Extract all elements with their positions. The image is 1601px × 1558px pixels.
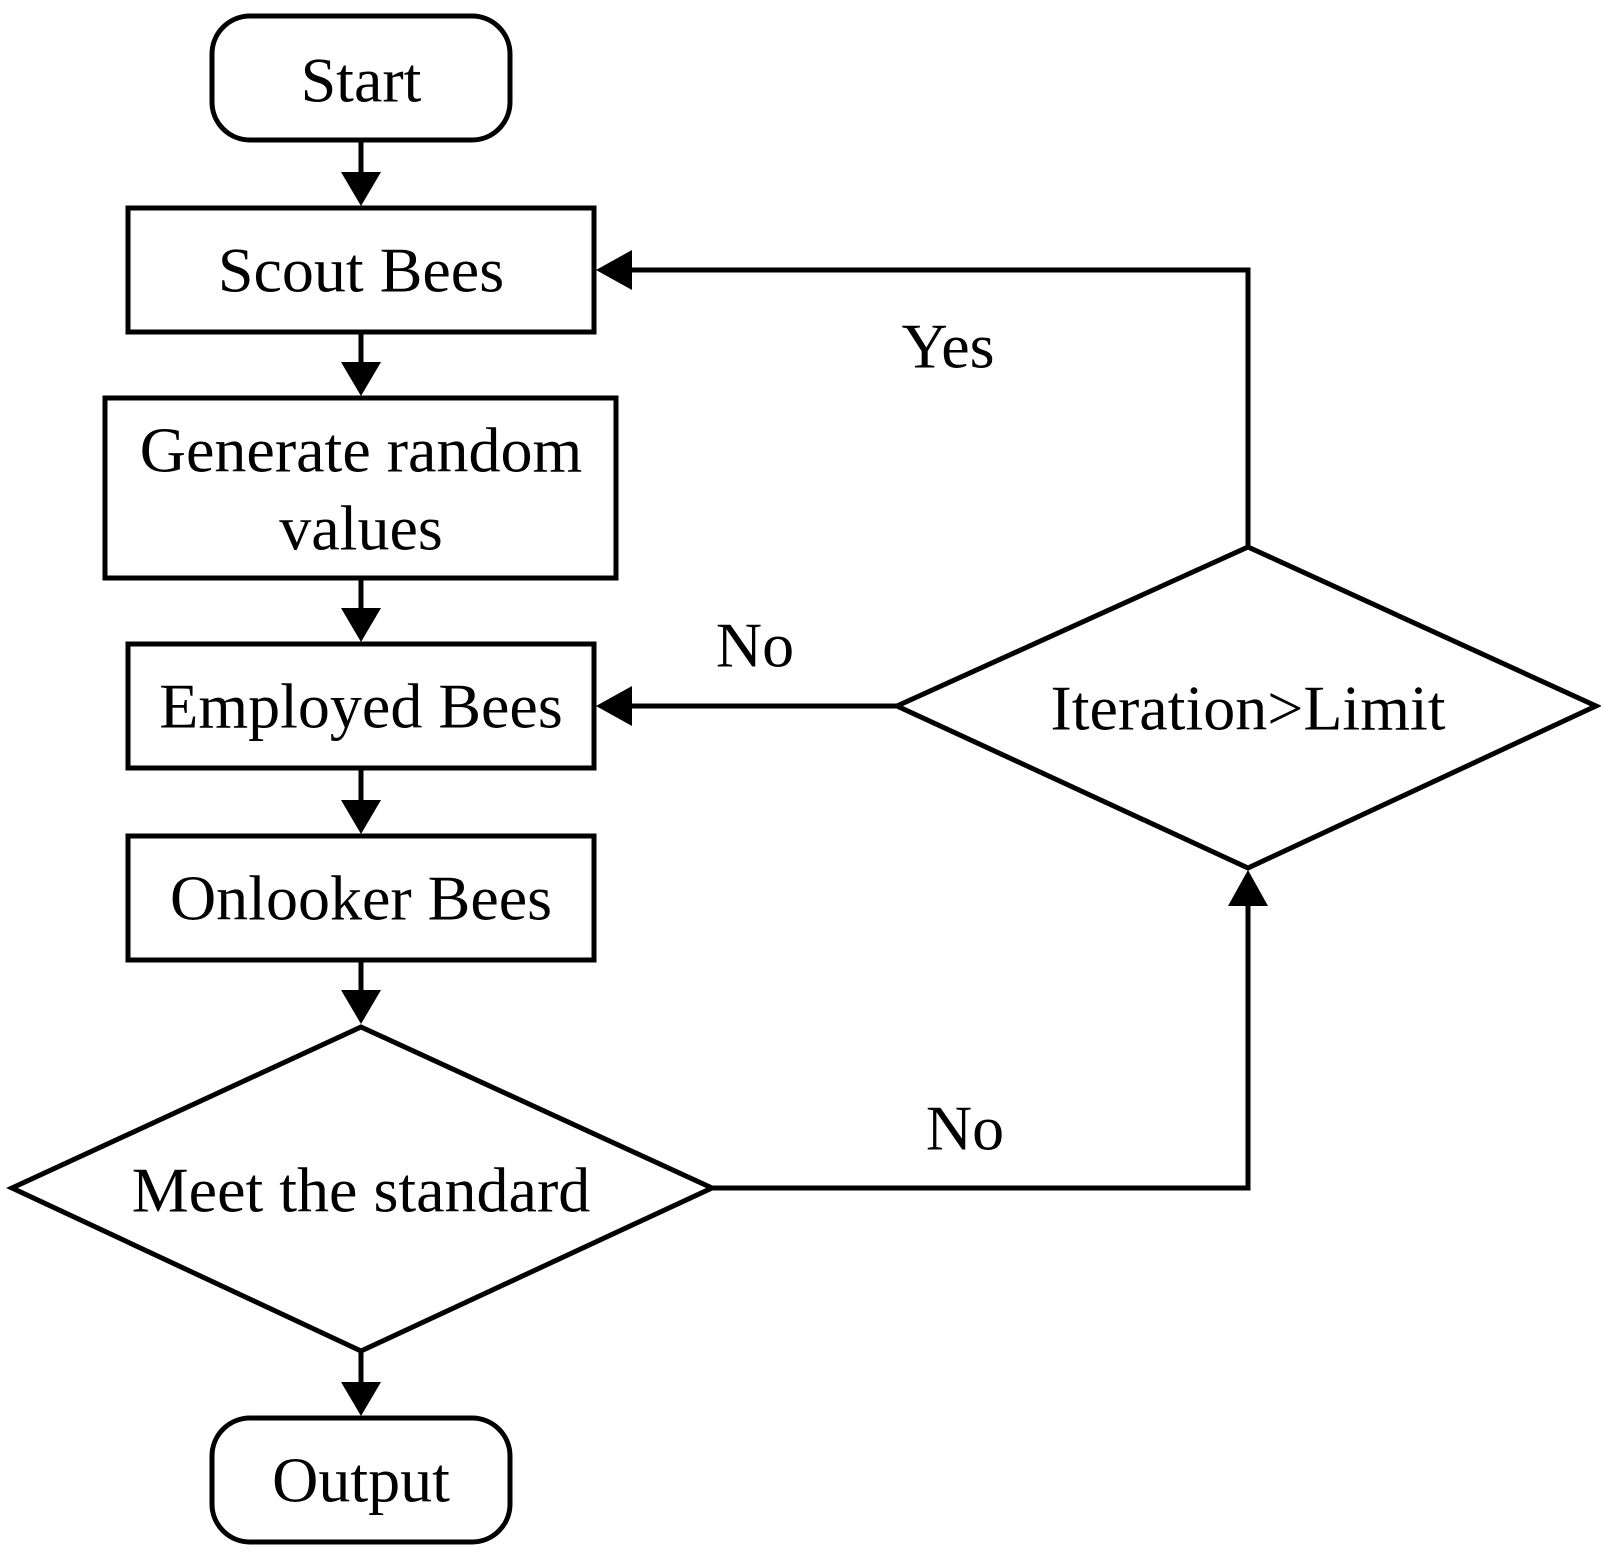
edge-iteration-scout	[632, 267, 1251, 547]
generate-random-label-line2: values	[279, 493, 443, 564]
start-node: Start	[209, 13, 513, 143]
arrowhead-onlooker-meet	[341, 990, 381, 1024]
onlooker-bees-label: Onlooker Bees	[170, 863, 552, 934]
meet-standard-label: Meet the standard	[132, 1155, 591, 1226]
output-shape	[209, 1415, 513, 1545]
output-label: Output	[272, 1445, 450, 1516]
output-node: Output	[209, 1415, 513, 1545]
arrowhead-scout-generate	[341, 362, 381, 396]
start-label: Start	[301, 45, 422, 116]
edge-label-no-meet: No	[926, 1093, 1004, 1164]
iteration-limit-shape	[890, 544, 1601, 871]
edge-meet-iteration	[712, 906, 1251, 1191]
employed-bees-label: Employed Bees	[159, 671, 562, 742]
arrowhead-meet-iteration	[1228, 870, 1268, 906]
employed-bees-shape	[125, 641, 597, 771]
scout-bees-label: Scout Bees	[218, 235, 504, 306]
edge-label-yes: Yes	[901, 311, 994, 382]
generate-random-node: Generate random values	[102, 395, 619, 581]
arrowhead-iteration-employed	[596, 686, 632, 726]
meet-standard-node: Meet the standard	[6, 1024, 718, 1354]
onlooker-bees-node: Onlooker Bees	[125, 833, 597, 963]
arrowhead-iteration-scout	[596, 250, 632, 290]
arrowhead-start-scout	[341, 172, 381, 206]
arrowhead-meet-output	[341, 1382, 381, 1416]
scout-bees-node: Scout Bees	[125, 205, 597, 335]
edge-label-no-iteration: No	[716, 610, 794, 681]
iteration-limit-label: Iteration>Limit	[1050, 673, 1445, 744]
generate-random-label-line1: Generate random	[140, 415, 582, 486]
iteration-limit-node: Iteration>Limit	[890, 544, 1601, 871]
arrowhead-employed-onlooker	[341, 800, 381, 834]
arrowhead-generate-employed	[341, 608, 381, 642]
employed-bees-node: Employed Bees	[125, 641, 597, 771]
scout-bees-shape	[125, 205, 597, 335]
